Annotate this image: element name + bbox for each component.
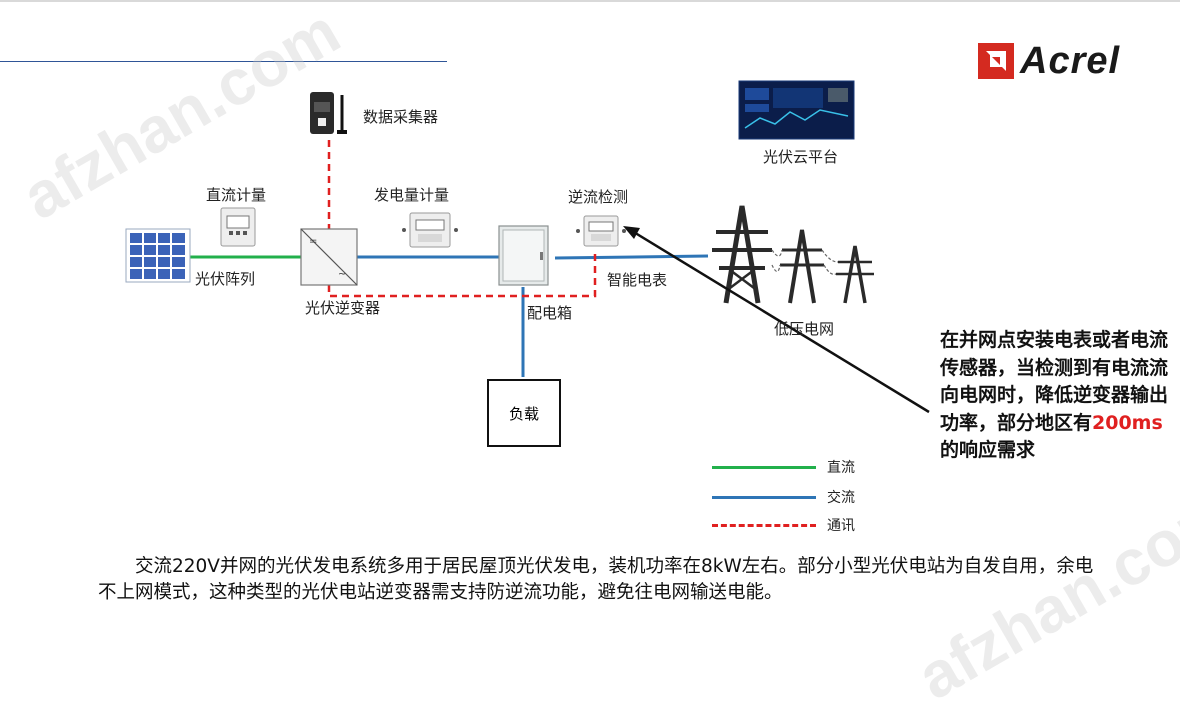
cloud-platform-screen-icon xyxy=(738,80,855,140)
title-underline xyxy=(0,61,447,62)
svg-text:~: ~ xyxy=(338,269,346,280)
dc-meter-icon xyxy=(220,207,256,247)
legend-line-ac xyxy=(712,496,816,499)
callout-arrowhead xyxy=(623,226,640,239)
callout-after: 的响应需求 xyxy=(940,439,1036,461)
top-border xyxy=(0,0,1180,2)
load-box: 负载 xyxy=(487,379,561,447)
callout-text: 在并网点安装电表或者电流传感器，当检测到有电流流向电网时，降低逆变器输出功率，部… xyxy=(940,327,1172,465)
description-paragraph: 交流220V并网的光伏发电系统多用于居民屋顶光伏发电，装机功率在8kW左右。部分… xyxy=(98,556,1094,603)
pv-array-label: 光伏阵列 xyxy=(195,270,256,288)
data-collector-label: 数据采集器 xyxy=(363,108,439,126)
inverter-icon: = ~ xyxy=(300,228,358,286)
grid-label: 低压电网 xyxy=(774,320,835,338)
ac-line-box-grid xyxy=(554,254,709,260)
legend-label-ac: 交流 xyxy=(827,490,855,506)
distribution-box-icon xyxy=(498,225,549,286)
comm-line-meter xyxy=(327,249,597,298)
legend-line-comm xyxy=(712,524,816,527)
gen-meter-label: 发电量计量 xyxy=(374,186,450,204)
system-diagram: = ~ xyxy=(125,80,930,414)
reverse-detect-label: 逆流检测 xyxy=(568,188,629,206)
pv-array-icon xyxy=(125,228,191,283)
legend-line-dc xyxy=(712,466,816,469)
logo-text: Acrel xyxy=(1020,40,1121,82)
callout-before: 在并网点安装电表或者电流传感器，当检测到有电流流向电网时，降低逆变器输出功率，部… xyxy=(940,329,1169,434)
callout-highlight: 200ms xyxy=(1092,411,1163,434)
legend-label-comm: 通讯 xyxy=(827,518,855,534)
inverter-label: 光伏逆变器 xyxy=(305,299,381,317)
distribution-box-label: 配电箱 xyxy=(527,304,573,322)
cloud-platform-label: 光伏云平台 xyxy=(763,148,839,166)
smart-meter-label: 智能电表 xyxy=(607,271,668,289)
generation-meter-icon xyxy=(402,212,458,248)
legend-label-dc: 直流 xyxy=(827,460,855,476)
svg-text:=: = xyxy=(309,236,317,247)
acrel-logo: Acrel xyxy=(976,40,1146,82)
dc-meter-label: 直流计量 xyxy=(206,186,267,204)
data-collector-icon xyxy=(310,92,347,134)
reverse-detect-meter-icon xyxy=(576,215,626,247)
logo-mark-icon xyxy=(978,43,1014,79)
callout-arrow xyxy=(631,229,930,414)
load-label: 负载 xyxy=(508,405,539,423)
transmission-towers-icon xyxy=(712,205,874,304)
